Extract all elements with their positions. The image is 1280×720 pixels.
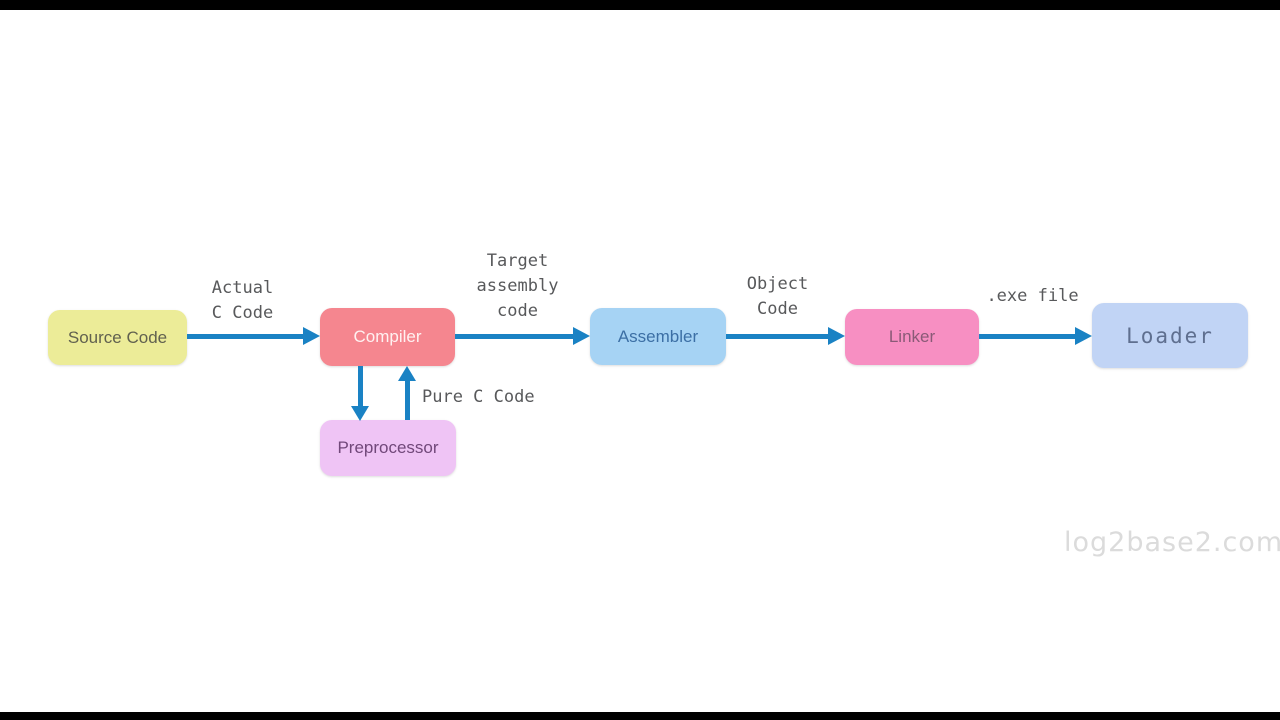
arrow-line (726, 334, 828, 339)
arrowhead-right-icon (573, 327, 590, 345)
node-loader-label: Loader (1126, 323, 1214, 348)
arrowhead-down-icon (351, 406, 369, 421)
edge-label-target-assembly-code: Target assembly code (476, 251, 559, 321)
node-assembler: Assembler (590, 308, 726, 365)
node-source-code-label: Source Code (67, 327, 168, 347)
node-source-code: Source Code (48, 310, 187, 365)
arrowhead-right-icon (303, 327, 320, 345)
node-loader: Loader (1092, 303, 1248, 368)
edge-label-pure-c-code: Pure C Code (422, 387, 535, 407)
watermark-text: log2base2.com (1064, 527, 1280, 558)
arrow-line (455, 334, 573, 339)
arrowhead-right-icon (828, 327, 845, 345)
node-linker: Linker (845, 309, 979, 365)
letterbox-bottom-bar (0, 712, 1280, 720)
node-linker-label: Linker (888, 327, 936, 346)
node-assembler-label: Assembler (617, 326, 699, 346)
arrow-line (979, 334, 1075, 339)
node-compiler-label: Compiler (353, 327, 422, 346)
edge-label-actual-c-code: Actual C Code (211, 278, 274, 323)
arrowhead-right-icon (1075, 327, 1092, 345)
arrow-line (405, 381, 410, 420)
node-compiler: Compiler (320, 308, 455, 366)
arrowhead-up-icon (398, 366, 416, 381)
edge-label-object-code: Object Code (746, 274, 809, 319)
arrow-line (187, 334, 303, 339)
node-preprocessor: Preprocessor (320, 420, 456, 476)
arrow-line (358, 366, 363, 406)
letterbox-top-bar (0, 0, 1280, 10)
edge-label-exe-file: .exe file (986, 286, 1079, 306)
node-preprocessor-label: Preprocessor (337, 438, 439, 457)
